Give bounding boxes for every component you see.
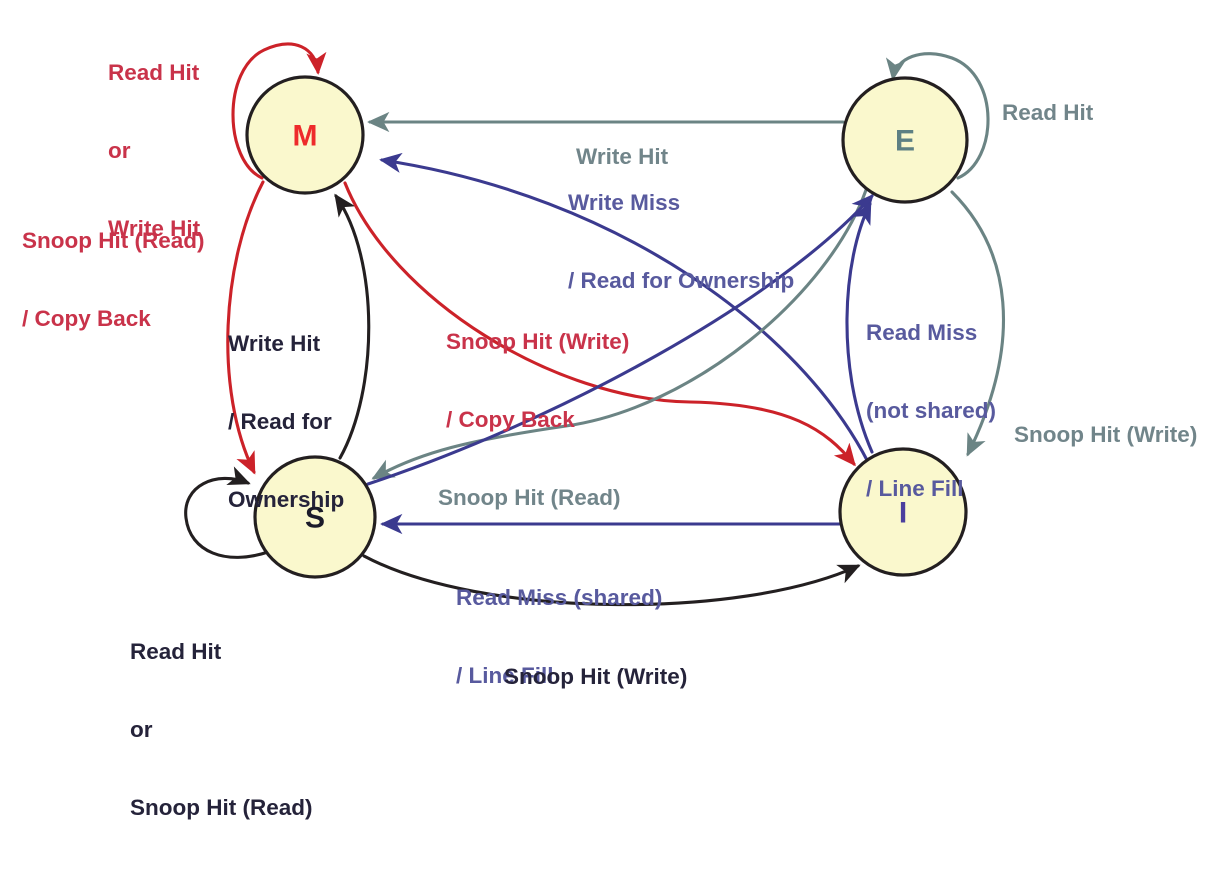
edge-i-to-m <box>379 152 870 464</box>
state-diagram-svg: M E S I <box>184 42 1006 607</box>
label-m-self-line1: Read Hit <box>108 60 200 85</box>
label-m-to-i: Snoop Hit (Write) / Copy Back <box>446 277 629 485</box>
label-e-to-s: Snoop Hit (Read) <box>438 433 620 563</box>
label-s-self-loop: Read Hit or Snoop Hit (Read) <box>130 587 312 873</box>
label-e-to-m-line1: Write Hit <box>576 144 669 169</box>
label-s-to-e-line1: Read Miss <box>866 320 978 345</box>
label-s-to-m: Write Hit / Read for Ownership <box>228 279 344 565</box>
node-s-circle[interactable] <box>253 455 377 579</box>
label-i-to-s: Read Miss (shared) / Line Fill <box>456 533 662 741</box>
label-e-to-m: Write Hit <box>576 92 668 222</box>
label-s-to-e-line2: (not shared) <box>866 398 997 423</box>
label-s-to-e: Read Miss (not shared) / Line Fill <box>866 268 996 554</box>
edge-e-to-e <box>885 52 990 180</box>
label-m-self-line2: or <box>108 138 131 163</box>
label-s-self-line2: or <box>130 717 153 742</box>
label-s-to-m-line1: Write Hit <box>228 331 321 356</box>
label-s-to-i: Snoop Hit (Write) <box>504 612 687 742</box>
label-m-to-i-line2: / Copy Back <box>446 407 575 432</box>
edge-i-to-e <box>845 201 874 454</box>
label-s-to-e-line3: / Line Fill <box>866 476 964 501</box>
node-m[interactable]: M <box>245 75 365 195</box>
edge-e-to-i <box>950 190 1006 457</box>
edge-m-to-i <box>343 181 856 467</box>
node-i-circle[interactable] <box>838 447 968 577</box>
node-m-circle[interactable] <box>245 75 365 195</box>
label-i-to-m-line2: / Read for Ownership <box>568 268 795 293</box>
label-s-self-line3: Snoop Hit (Read) <box>130 795 313 820</box>
edge-s-to-i <box>362 554 861 607</box>
label-s-to-i-line1: Snoop Hit (Write) <box>504 664 688 689</box>
node-e-label: E <box>895 125 915 158</box>
label-m-to-s: Snoop Hit (Read) / Copy Back <box>22 176 204 384</box>
label-i-to-m: Write Miss / Read for Ownership <box>568 138 794 346</box>
label-s-to-m-line3: Ownership <box>228 487 345 512</box>
label-i-to-m-line1: Write Miss <box>568 190 681 215</box>
label-m-to-i-line1: Snoop Hit (Write) <box>446 329 630 354</box>
label-i-to-s-line1: Read Miss (shared) <box>456 585 663 610</box>
diagram-canvas: M E S I Read Hit or Write Hit Read Hit W… <box>22 8 1198 820</box>
label-m-to-s-line1: Snoop Hit (Read) <box>22 228 205 253</box>
node-s[interactable]: S <box>253 455 377 579</box>
label-m-to-s-line2: / Copy Back <box>22 306 151 331</box>
label-m-self-line3: Write Hit <box>108 216 201 241</box>
label-m-self-loop: Read Hit or Write Hit <box>108 8 200 294</box>
label-i-to-s-line2: / Line Fill <box>456 663 554 688</box>
node-m-label: M <box>293 120 318 153</box>
label-e-to-i-line1: Snoop Hit (Write) <box>1014 422 1198 447</box>
edge-e-to-s <box>371 188 868 480</box>
node-i[interactable]: I <box>838 447 968 577</box>
label-e-to-i: Snoop Hit (Write) <box>1014 370 1197 500</box>
edge-m-to-m <box>231 42 327 180</box>
label-s-self-line1: Read Hit <box>130 639 222 664</box>
label-e-self-loop: Read Hit <box>1002 48 1093 178</box>
edge-s-to-m <box>334 193 371 460</box>
node-e-circle[interactable] <box>841 76 969 204</box>
label-s-to-m-line2: / Read for <box>228 409 332 434</box>
edge-s-to-s <box>184 466 270 559</box>
node-i-label: I <box>899 497 907 530</box>
label-e-to-s-line1: Snoop Hit (Read) <box>438 485 621 510</box>
node-s-label: S <box>305 502 325 535</box>
node-e[interactable]: E <box>841 76 969 204</box>
label-e-self-line1: Read Hit <box>1002 100 1094 125</box>
edge-s-to-e <box>366 193 874 486</box>
edge-m-to-s <box>226 180 265 475</box>
